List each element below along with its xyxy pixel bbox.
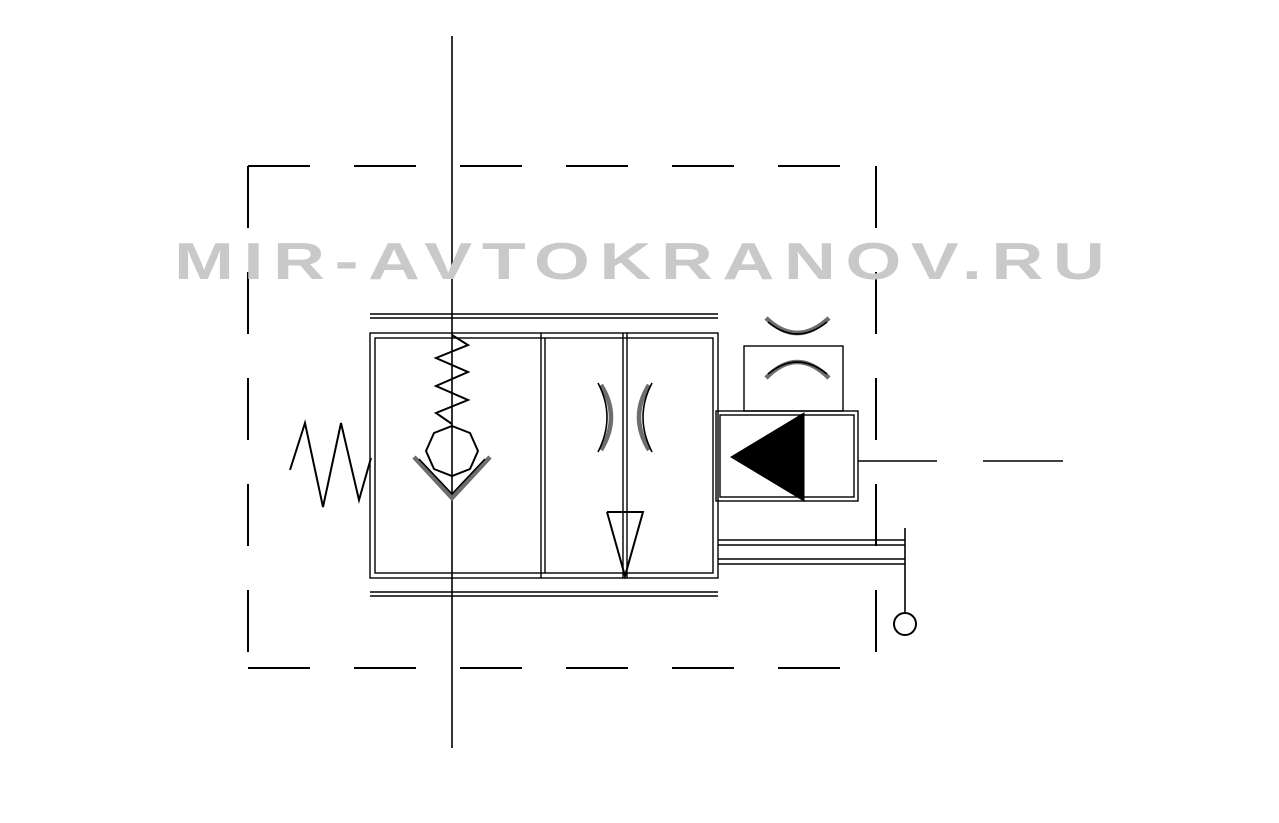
- return-spring-symbol: [289, 419, 372, 508]
- flow-arrow: [606, 511, 645, 580]
- throttle-orifice-symbol: [599, 383, 651, 452]
- drain-line: [718, 528, 917, 636]
- pilot-actuator: [715, 316, 859, 502]
- pilot-orifice-box: [743, 345, 844, 412]
- valve-body: [369, 313, 719, 597]
- check-valve-seat: [412, 455, 492, 502]
- check-valve-spring: [433, 334, 471, 425]
- check-valve-ball: [424, 424, 480, 478]
- check-valve-symbol: [412, 334, 492, 502]
- dashed-enclosure: [247, 165, 877, 669]
- pilot-triangle-icon: [730, 412, 805, 502]
- throttled-flow-path: [597, 333, 653, 580]
- drain-port-circle: [893, 612, 917, 636]
